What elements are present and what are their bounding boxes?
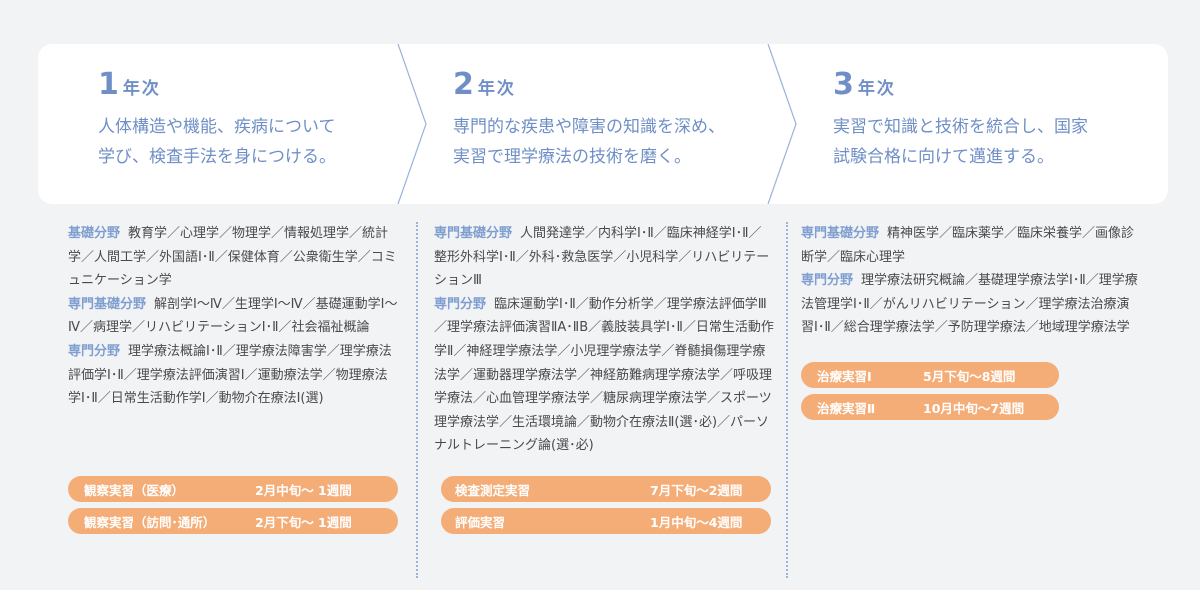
curriculum-section: 専門分野理学療法概論Ⅰ･Ⅱ／理学療法障害学／理学療法評価学Ⅰ･Ⅱ／理学療法評価演… <box>68 340 400 411</box>
year-3-header: 3 年次 実習で知識と技術を統合し、国家 試験合格に向けて邁進する。 <box>833 70 1088 172</box>
year-suffix: 年次 <box>477 79 516 99</box>
course-list: 精神医学／臨床薬学／臨床栄養学／画像診断学／臨床心理学 <box>801 226 1135 265</box>
year-2-curriculum: 専門基礎分野人間発達学／内科学Ⅰ･Ⅱ／臨床神経学Ⅰ･Ⅱ／整形外科学Ⅰ･Ⅱ／外科･… <box>434 222 774 458</box>
category-label: 専門分野 <box>801 273 854 289</box>
course-list: 解剖学Ⅰ〜Ⅳ／生理学Ⅰ〜Ⅳ／基礎運動学Ⅰ〜Ⅳ／病理学／リハビリテーションⅠ･Ⅱ／… <box>68 296 398 336</box>
year-number: 2 <box>453 67 474 102</box>
category-label: 専門基礎分野 <box>434 226 513 241</box>
curriculum-section: 専門基礎分野解剖学Ⅰ〜Ⅳ／生理学Ⅰ〜Ⅳ／基礎運動学Ⅰ〜Ⅳ／病理学／リハビリテーシ… <box>68 293 400 340</box>
practicum-pill: 観察実習（訪問･通所） 2月下旬〜 1週間 <box>68 508 398 534</box>
curriculum-section: 専門分野理学療法研究概論／基礎理学療法学Ⅰ･Ⅱ／理学療法管理学Ⅰ･Ⅱ／がんリハビ… <box>801 269 1141 340</box>
year-description-line: 試験合格に向けて邁進する。 <box>833 147 1054 167</box>
practicum-pill: 観察実習（医療） 2月中旬〜 1週間 <box>68 476 398 502</box>
curriculum-section: 専門分野臨床運動学Ⅰ･Ⅱ／動作分析学／理学療法評価学Ⅲ／理学療法評価演習ⅡA･Ⅱ… <box>434 293 774 458</box>
curriculum-section: 専門基礎分野精神医学／臨床薬学／臨床栄養学／画像診断学／臨床心理学 <box>801 222 1141 269</box>
year-description-line: 人体構造や機能、疾病について <box>98 117 336 137</box>
year-3-title: 3 年次 <box>833 70 1088 100</box>
category-label: 専門分野 <box>68 343 121 359</box>
year-number: 3 <box>833 67 854 102</box>
practicum-name: 治療実習Ⅱ <box>817 400 876 416</box>
year-1-curriculum: 基礎分野教育学／心理学／物理学／情報処理学／統計学／人間工学／外国語Ⅰ･Ⅱ／保健… <box>68 222 400 411</box>
practicum-period: 1月中旬〜4週間 <box>650 514 743 530</box>
practicum-pill: 評価実習 1月中旬〜4週間 <box>441 508 771 534</box>
curriculum-section: 専門基礎分野人間発達学／内科学Ⅰ･Ⅱ／臨床神経学Ⅰ･Ⅱ／整形外科学Ⅰ･Ⅱ／外科･… <box>434 222 774 293</box>
practicum-period: 2月下旬〜 1週間 <box>255 514 352 530</box>
year-description-line: 学び、検査手法を身につける。 <box>98 147 336 167</box>
category-label: 専門基礎分野 <box>68 296 147 312</box>
practicum-name: 観察実習（医療） <box>84 482 185 498</box>
chevron-right-icon <box>767 44 797 204</box>
year-2-title: 2 年次 <box>453 70 725 100</box>
chevron-right-icon <box>397 44 427 204</box>
course-list: 臨床運動学Ⅰ･Ⅱ／動作分析学／理学療法評価学Ⅲ／理学療法評価演習ⅡA･ⅡB／義肢… <box>434 296 774 454</box>
column-divider <box>416 222 418 578</box>
course-list: 理学療法研究概論／基礎理学療法学Ⅰ･Ⅱ／理学療法管理学Ⅰ･Ⅱ／がんリハビリテーシ… <box>801 273 1138 336</box>
category-label: 基礎分野 <box>68 226 121 241</box>
practicum-name: 評価実習 <box>455 514 506 530</box>
year-1-title: 1 年次 <box>98 70 336 100</box>
course-list: 教育学／心理学／物理学／情報処理学／統計学／人間工学／外国語Ⅰ･Ⅱ／保健体育／公… <box>68 226 397 289</box>
year-number: 1 <box>98 67 119 102</box>
category-label: 専門基礎分野 <box>801 226 880 241</box>
year-1-header: 1 年次 人体構造や機能、疾病について 学び、検査手法を身につける。 <box>98 70 336 172</box>
practicum-period: 5月下旬〜8週間 <box>923 368 1016 384</box>
practicum-period: 7月下旬〜2週間 <box>650 482 743 498</box>
practicum-pill: 検査測定実習 7月下旬〜2週間 <box>441 476 771 502</box>
practicum-pill: 治療実習Ⅰ 5月下旬〜8週間 <box>801 362 1059 388</box>
year-description-line: 専門的な疾患や障害の知識を深め、 <box>453 117 725 137</box>
practicum-period: 2月中旬〜 1週間 <box>255 482 352 498</box>
course-list: 人間発達学／内科学Ⅰ･Ⅱ／臨床神経学Ⅰ･Ⅱ／整形外科学Ⅰ･Ⅱ／外科･救急医学／小… <box>434 226 770 289</box>
practicum-period: 10月中旬〜7週間 <box>923 400 1025 416</box>
practicum-name: 観察実習（訪問･通所） <box>84 514 216 530</box>
practicum-name: 検査測定実習 <box>455 482 531 498</box>
curriculum-section: 基礎分野教育学／心理学／物理学／情報処理学／統計学／人間工学／外国語Ⅰ･Ⅱ／保健… <box>68 222 400 293</box>
category-label: 専門分野 <box>434 296 487 312</box>
year-3-curriculum: 専門基礎分野精神医学／臨床薬学／臨床栄養学／画像診断学／臨床心理学 専門分野理学… <box>801 222 1141 340</box>
course-list: 理学療法概論Ⅰ･Ⅱ／理学療法障害学／理学療法評価学Ⅰ･Ⅱ／理学療法評価演習Ⅰ／運… <box>68 343 392 407</box>
year-suffix: 年次 <box>857 79 896 99</box>
year-overview-card <box>38 44 1168 204</box>
year-suffix: 年次 <box>122 79 161 99</box>
year-description-line: 実習で知識と技術を統合し、国家 <box>833 117 1088 137</box>
column-divider <box>786 222 788 578</box>
practicum-name: 治療実習Ⅰ <box>817 368 872 384</box>
practicum-pill: 治療実習Ⅱ 10月中旬〜7週間 <box>801 394 1059 420</box>
year-description-line: 実習で理学療法の技術を磨く。 <box>453 147 691 167</box>
year-2-header: 2 年次 専門的な疾患や障害の知識を深め、 実習で理学療法の技術を磨く。 <box>453 70 725 172</box>
